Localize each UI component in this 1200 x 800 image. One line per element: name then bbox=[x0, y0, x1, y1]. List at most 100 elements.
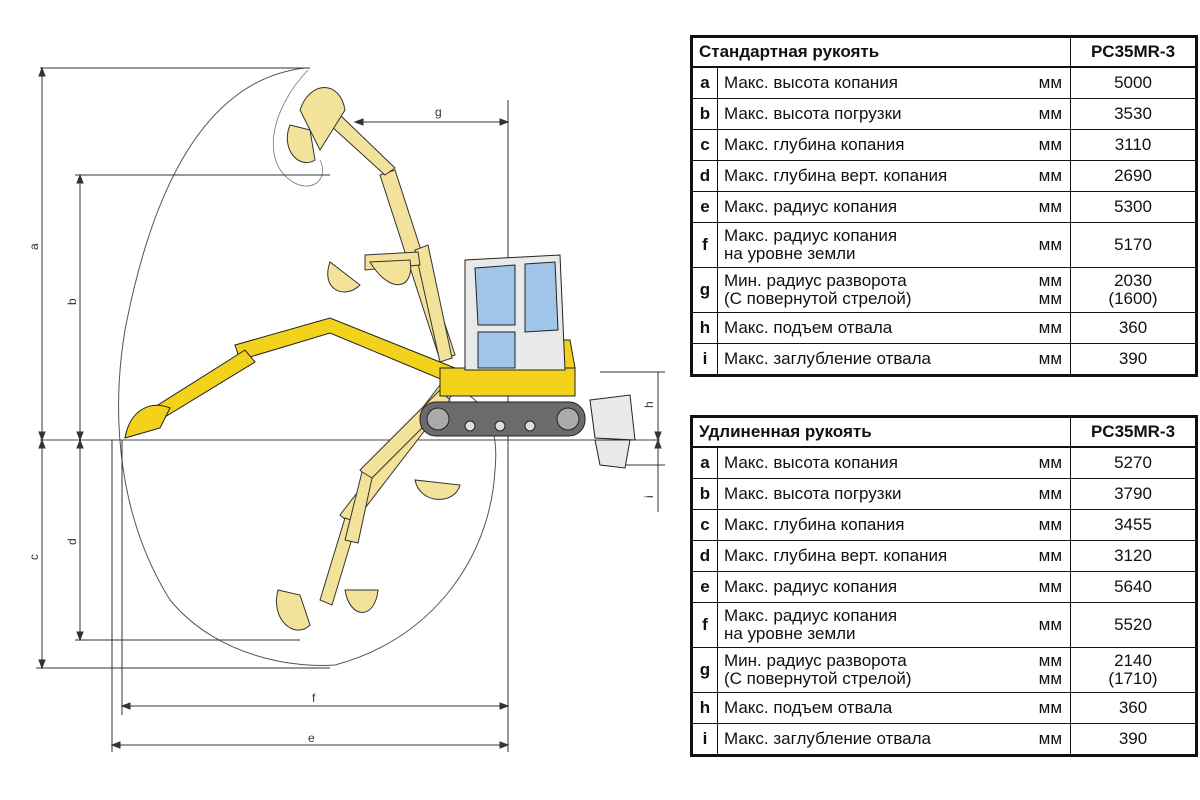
row-value: 5640 bbox=[1070, 571, 1197, 603]
cab-glass-lower bbox=[477, 331, 516, 369]
row-unit: мм bbox=[1012, 723, 1071, 756]
table-row: c Макс. глубина копания мм 3110 bbox=[691, 129, 1197, 161]
row-unit-line1: мм bbox=[1038, 651, 1062, 670]
row-unit: мм bbox=[1012, 692, 1071, 724]
dimension-a bbox=[38, 66, 310, 442]
row-label-line2: на уровне земли bbox=[724, 244, 856, 263]
arm-pose-reach-up bbox=[327, 244, 453, 363]
table-row: c Макс. глубина копания мм 3455 bbox=[691, 509, 1197, 541]
bucket bbox=[124, 404, 171, 439]
boom bbox=[234, 317, 461, 386]
row-value: 360 bbox=[1070, 692, 1197, 724]
dim-label-b: b bbox=[65, 298, 79, 305]
table-row: d Макс. глубина верт. копания мм 3120 bbox=[691, 540, 1197, 572]
row-letter: b bbox=[691, 478, 718, 510]
cab-glass-side bbox=[524, 261, 559, 333]
row-label: Макс. глубина копания bbox=[717, 509, 1012, 541]
dimension-h-i bbox=[600, 371, 665, 512]
row-letter: b bbox=[691, 98, 718, 130]
row-value: 5000 bbox=[1070, 66, 1197, 99]
row-unit: мм bbox=[1012, 509, 1071, 541]
row-value: 2690 bbox=[1070, 160, 1197, 192]
row-label: Макс. глубина верт. копания bbox=[717, 160, 1012, 192]
row-letter: g bbox=[691, 267, 718, 313]
row-unit: мм bbox=[1012, 191, 1071, 223]
dimension-b bbox=[75, 173, 330, 442]
row-unit-line1: мм bbox=[1038, 271, 1062, 290]
arm-pose-up bbox=[286, 87, 456, 361]
row-letter: g bbox=[691, 647, 718, 693]
row-value-line1: 2140 bbox=[1114, 651, 1152, 670]
table-row: e Макс. радиус копания мм 5640 bbox=[691, 571, 1197, 603]
row-value: 3790 bbox=[1070, 478, 1197, 510]
row-letter: a bbox=[691, 446, 718, 479]
row-value: 5270 bbox=[1070, 446, 1197, 479]
row-unit-line2: мм bbox=[1038, 289, 1062, 308]
row-label: Мин. радиус разворота(С повернутой стрел… bbox=[717, 267, 1012, 313]
row-unit: мм bbox=[1012, 222, 1071, 268]
table-header: Стандартная рукоять PC35MR-3 bbox=[691, 36, 1197, 68]
table-row: a Макс. высота копания мм 5000 bbox=[691, 66, 1197, 99]
row-value: 3110 bbox=[1070, 129, 1197, 161]
track-frame bbox=[419, 401, 586, 437]
table-row: h Макс. подъем отвала мм 360 bbox=[691, 312, 1197, 344]
row-label-line1: Мин. радиус разворота bbox=[724, 651, 907, 670]
row-label: Мин. радиус разворота(С повернутой стрел… bbox=[717, 647, 1012, 693]
row-label-line1: Макс. радиус копания bbox=[724, 606, 898, 625]
row-label: Макс. высота погрузки bbox=[717, 98, 1012, 130]
working-range-envelope bbox=[118, 67, 497, 666]
dozer-blade-lower bbox=[594, 439, 631, 469]
row-value: 2140(1710) bbox=[1070, 647, 1197, 693]
row-value: 3530 bbox=[1070, 98, 1197, 130]
row-letter: i bbox=[691, 723, 718, 756]
row-label: Макс. высота копания bbox=[717, 446, 1012, 479]
dimension-c bbox=[36, 438, 330, 670]
spec-table-long-arm: Удлиненная рукоять PC35MR-3 a Макс. высо… bbox=[690, 415, 1198, 757]
row-label: Макс. радиус копания bbox=[717, 571, 1012, 603]
row-value: 3455 bbox=[1070, 509, 1197, 541]
row-value: 3120 bbox=[1070, 540, 1197, 572]
row-value: 390 bbox=[1070, 343, 1197, 376]
table-row: e Макс. радиус копания мм 5300 bbox=[691, 191, 1197, 223]
cab-glass-front bbox=[474, 264, 516, 326]
row-value-line2: (1600) bbox=[1108, 289, 1158, 308]
row-letter: h bbox=[691, 312, 718, 344]
table-model: PC35MR-3 bbox=[1070, 416, 1197, 448]
row-unit: мм bbox=[1012, 129, 1071, 161]
inner-range-arc bbox=[272, 69, 323, 187]
row-letter: a bbox=[691, 66, 718, 99]
row-value: 5170 bbox=[1070, 222, 1197, 268]
row-value: 5520 bbox=[1070, 602, 1197, 648]
row-unit: мм bbox=[1012, 160, 1071, 192]
dim-label-i: i bbox=[642, 495, 656, 498]
row-unit: мм bbox=[1012, 446, 1071, 479]
table-row: g Мин. радиус разворота(С повернутой стр… bbox=[691, 647, 1197, 693]
table-row: b Макс. высота погрузки мм 3790 bbox=[691, 478, 1197, 510]
row-value-line1: 2030 bbox=[1114, 271, 1152, 290]
row-unit: мм bbox=[1012, 66, 1071, 99]
dimension-e bbox=[110, 440, 510, 752]
row-unit: мм bbox=[1012, 343, 1071, 376]
table-title: Удлиненная рукоять bbox=[691, 416, 1071, 448]
row-unit: мм bbox=[1012, 98, 1071, 130]
row-letter: h bbox=[691, 692, 718, 724]
table-row: b Макс. высота погрузки мм 3530 bbox=[691, 98, 1197, 130]
table-title: Стандартная рукоять bbox=[691, 36, 1071, 68]
row-letter: c bbox=[691, 129, 718, 161]
row-value: 360 bbox=[1070, 312, 1197, 344]
excavator-machine bbox=[124, 254, 636, 469]
row-label: Макс. подъем отвала bbox=[717, 312, 1012, 344]
table-row: i Макс. заглубление отвала мм 390 bbox=[691, 723, 1197, 756]
dim-label-a: a bbox=[27, 243, 41, 250]
row-label-line1: Мин. радиус разворота bbox=[724, 271, 907, 290]
dim-label-f: f bbox=[312, 691, 316, 705]
row-value: 2030(1600) bbox=[1070, 267, 1197, 313]
dimension-f bbox=[120, 440, 510, 715]
row-unit: мм bbox=[1012, 312, 1071, 344]
row-label: Макс. радиус копания bbox=[717, 191, 1012, 223]
